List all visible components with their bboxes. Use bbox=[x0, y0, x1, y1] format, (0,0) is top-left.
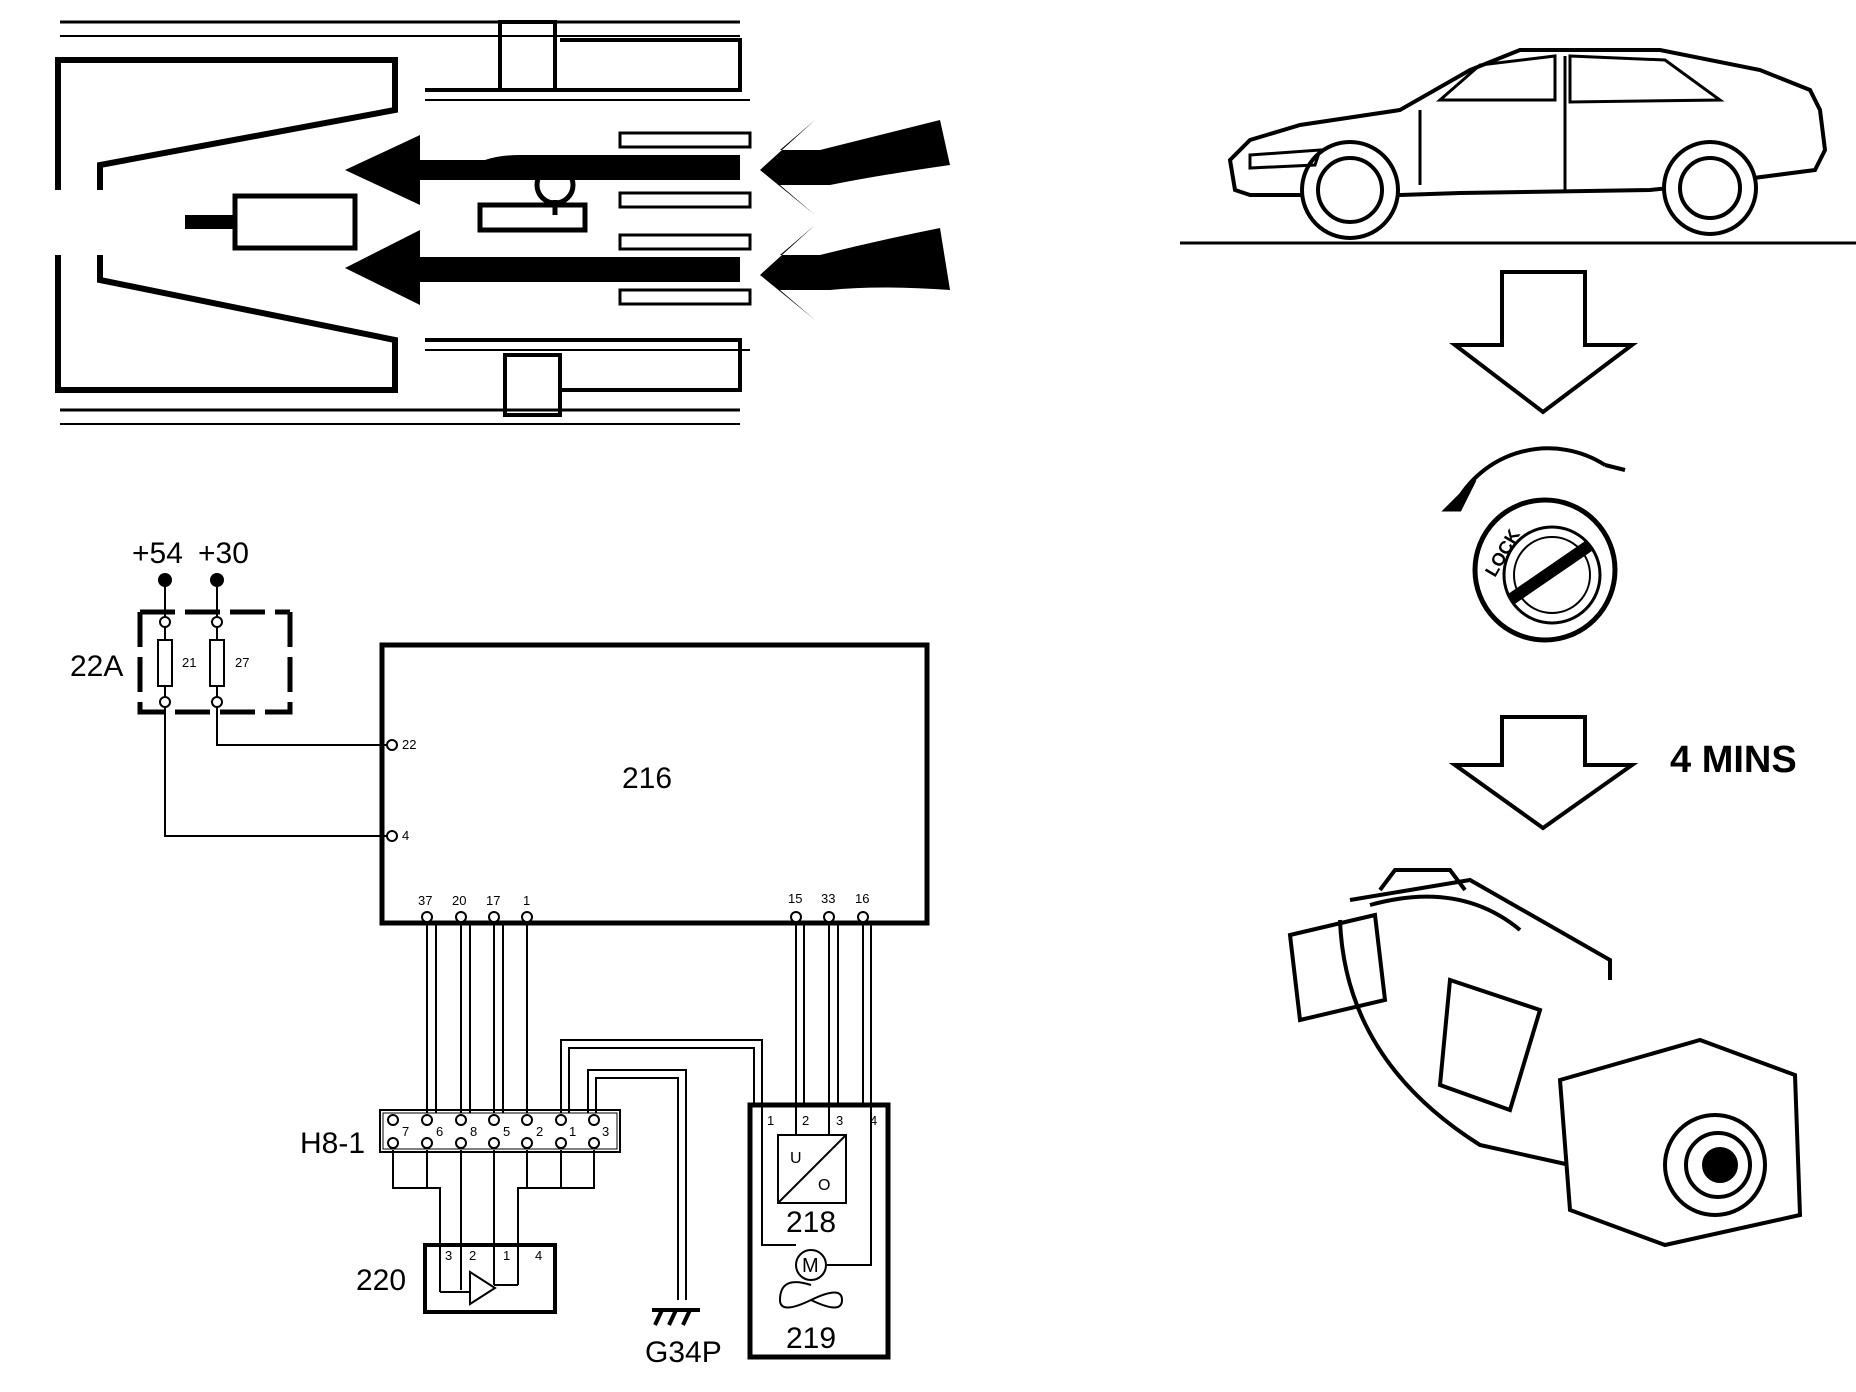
module-pin-4-label: 4 bbox=[870, 1113, 877, 1128]
module-o-label: O bbox=[818, 1177, 830, 1194]
relay-component-illustration bbox=[1287, 868, 1803, 1248]
down-arrow-icon bbox=[1449, 270, 1638, 415]
ecu-label: 216 bbox=[622, 762, 672, 795]
fuse-27-label: 27 bbox=[235, 655, 249, 670]
connector-pin-7-label: 7 bbox=[402, 1124, 409, 1139]
connector-pin-6-label: 6 bbox=[436, 1124, 443, 1139]
module-pin-2-label: 2 bbox=[802, 1113, 809, 1128]
connector-pin-3-label: 3 bbox=[602, 1124, 609, 1139]
car-illustration bbox=[1180, 48, 1856, 245]
module-219-label: 219 bbox=[786, 1322, 836, 1355]
connector-pin-2-label: 2 bbox=[536, 1124, 543, 1139]
airflow-arrows bbox=[345, 120, 950, 320]
module-pin-1-label: 1 bbox=[767, 1113, 774, 1128]
amplifier-pin-1-label: 1 bbox=[503, 1248, 510, 1263]
connector-pins bbox=[387, 1114, 600, 1149]
connector-pin-5-label: 5 bbox=[503, 1124, 510, 1139]
module-u-label: U bbox=[790, 1150, 802, 1167]
ignition-lock-icon bbox=[1441, 446, 1626, 643]
plus54-label: +54 bbox=[132, 537, 183, 570]
module-218-label: 218 bbox=[786, 1206, 836, 1239]
ground-label: G34P bbox=[645, 1336, 722, 1369]
amplifier-pin-3-label: 3 bbox=[445, 1248, 452, 1263]
connector-label: H8-1 bbox=[300, 1127, 365, 1160]
amplifier-label: 220 bbox=[356, 1264, 406, 1297]
motor-m-label: M bbox=[802, 1255, 819, 1277]
ecu-pin-15-label: 15 bbox=[788, 891, 802, 906]
ecu-pin-4-label: 4 bbox=[402, 828, 409, 843]
connector-pin-1-label: 1 bbox=[569, 1124, 576, 1139]
airflow-cross-section-illustration bbox=[55, 20, 752, 425]
ecu-pin-16-label: 16 bbox=[855, 891, 869, 906]
amplifier-pin-2-label: 2 bbox=[469, 1248, 476, 1263]
ecu-pin-22-label: 22 bbox=[402, 737, 416, 752]
ecu-pin-17-label: 17 bbox=[486, 893, 500, 908]
ecu-pin-33-label: 33 bbox=[821, 891, 835, 906]
plus30-label: +30 bbox=[198, 537, 249, 570]
down-arrow-icon bbox=[1448, 715, 1639, 831]
ecu-pin-1-label: 1 bbox=[523, 893, 530, 908]
connector-pin-8-label: 8 bbox=[470, 1124, 477, 1139]
wiring-diagram bbox=[137, 573, 930, 1360]
ecu-pin-20-label: 20 bbox=[452, 893, 466, 908]
fuse-box-label: 22A bbox=[70, 650, 123, 683]
fuse-21-label: 21 bbox=[182, 655, 196, 670]
ecu-pin-37-label: 37 bbox=[418, 893, 432, 908]
module-pin-3-label: 3 bbox=[836, 1113, 843, 1128]
amplifier-pin-4-label: 4 bbox=[535, 1248, 542, 1263]
time-label: 4 MINS bbox=[1670, 739, 1797, 781]
